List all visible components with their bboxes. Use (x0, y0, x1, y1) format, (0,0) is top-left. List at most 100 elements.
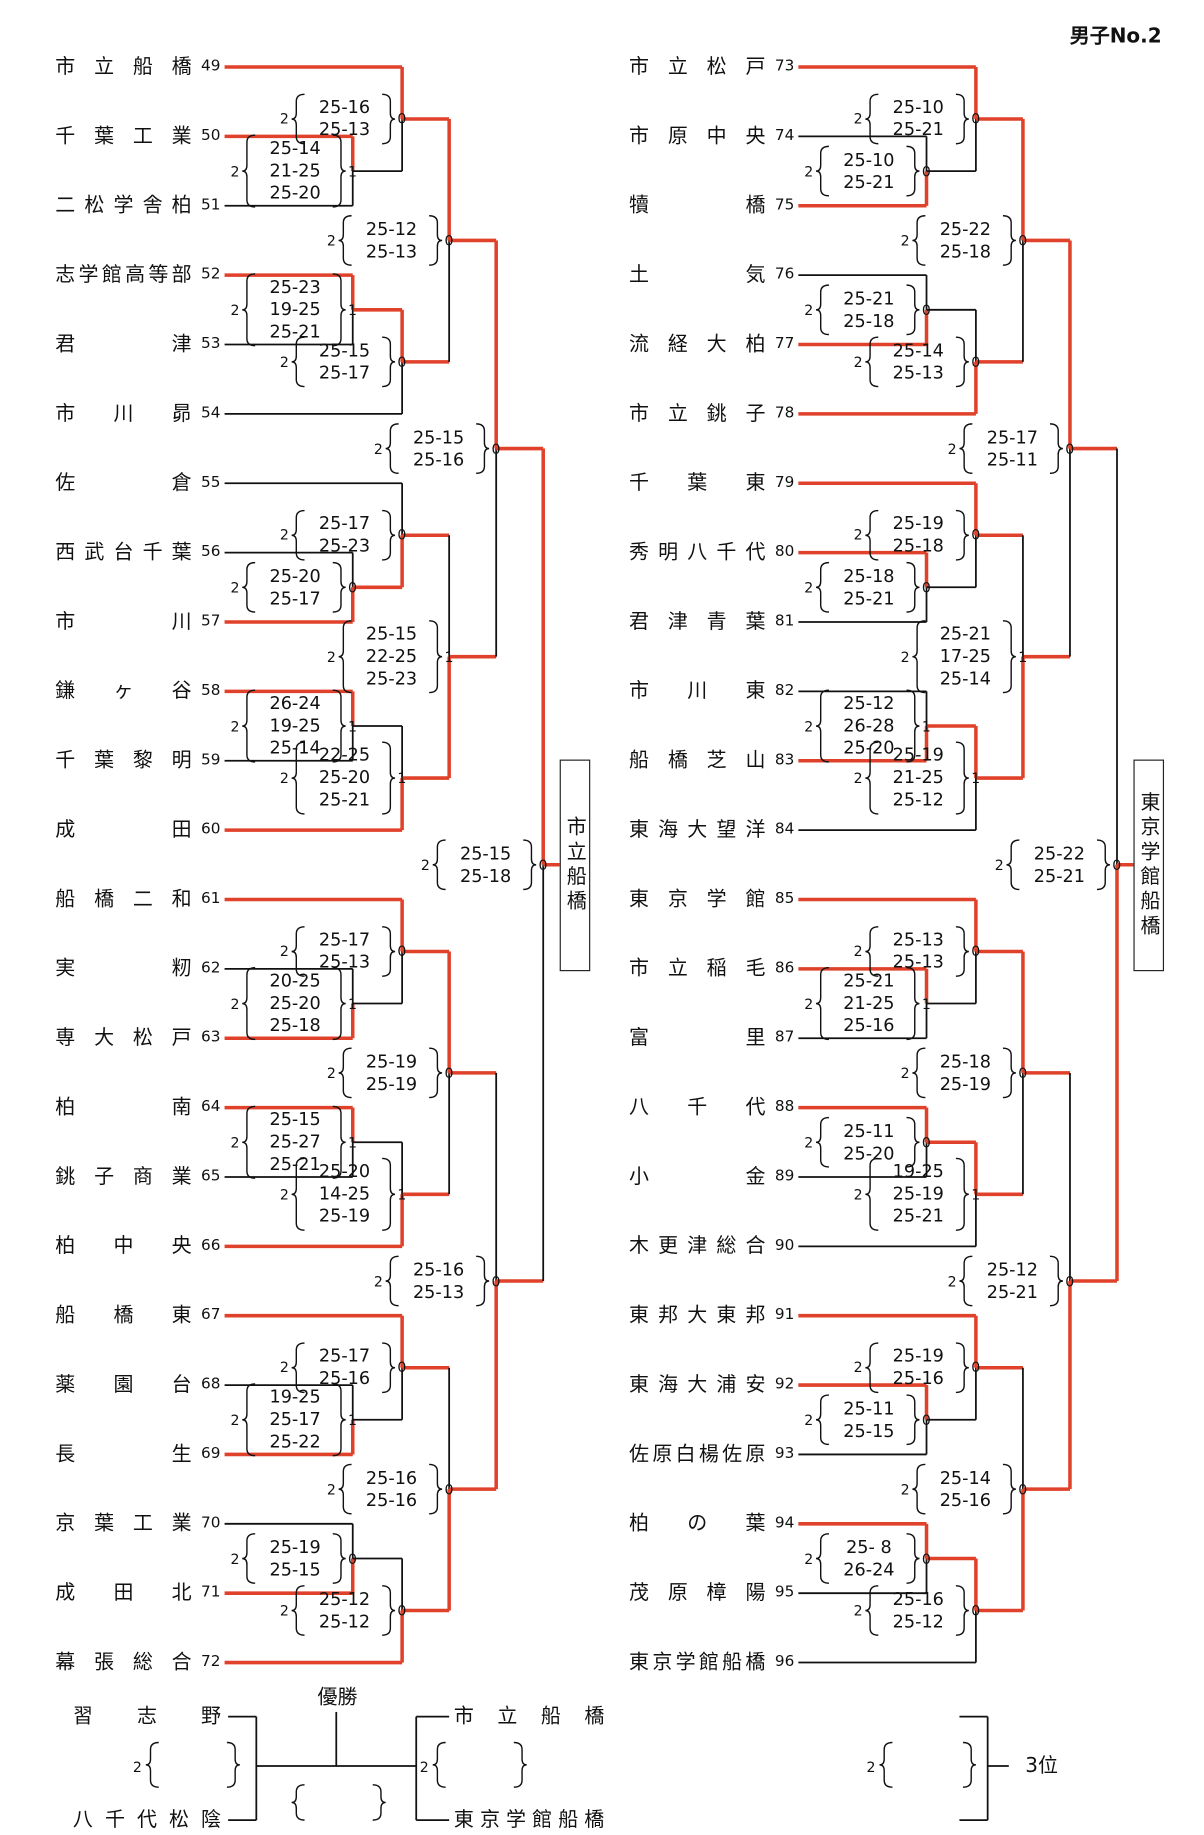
sets-won: 2 (326, 1480, 336, 1498)
set-score: 26-24 (269, 692, 321, 714)
brace-right (906, 284, 920, 336)
set-score: 25-17 (986, 426, 1038, 448)
set-score: 25-20 (318, 1160, 371, 1182)
set-score: 25-21 (843, 287, 895, 309)
brace-left (815, 284, 829, 336)
set-score: 20-25 (269, 970, 321, 992)
set-score: 25-15 (459, 842, 512, 864)
sets-lost: 1 (397, 769, 407, 787)
set-score: 19-25 (892, 1160, 944, 1182)
sets-lost: 1 (921, 995, 931, 1012)
set-score: 25-17 (269, 1408, 321, 1430)
seed-number: 77 (774, 335, 795, 353)
seed-number: 49 (201, 57, 221, 76)
set-score: 25-21 (939, 623, 991, 645)
brace-right (332, 966, 346, 1041)
sets-lost: 1 (444, 648, 454, 665)
set-score: 25-23 (318, 535, 371, 557)
seed-number: 65 (201, 1167, 221, 1186)
sets-won: 2 (230, 162, 240, 180)
sets-lost: 0 (397, 527, 407, 544)
brace-left (815, 1533, 829, 1584)
seed-number: 67 (201, 1306, 221, 1324)
set-score: 25-14 (939, 667, 991, 690)
brace-left (338, 1463, 352, 1515)
set-score: 25-20 (843, 737, 895, 759)
seed-number: 52 (201, 265, 221, 284)
brace-right (1049, 1255, 1063, 1307)
final-sets-won: 2 (419, 1758, 429, 1776)
brace-left (242, 134, 256, 208)
set-score: 25-20 (269, 564, 321, 587)
seed-number: 88 (774, 1098, 795, 1116)
brace-left (815, 1116, 829, 1168)
set-score: 25-15 (269, 1558, 321, 1580)
brace-right (476, 1255, 490, 1307)
brace-right (382, 1157, 396, 1231)
set-score: 25-19 (269, 1536, 321, 1558)
sets-won: 2 (279, 1602, 289, 1619)
seed-number: 76 (774, 265, 795, 284)
set-score: 25-18 (459, 864, 512, 886)
team-name: 幕張総合 (55, 1650, 192, 1675)
set-score: 25-17 (318, 929, 371, 951)
set-score: 25-21 (843, 587, 895, 609)
sets-lost: 0 (1018, 232, 1028, 249)
set-score: 21-25 (269, 159, 321, 182)
sets-won: 2 (804, 995, 814, 1012)
set-score: 19-25 (269, 1386, 321, 1408)
brace-left (291, 741, 305, 815)
sets-won: 2 (230, 1134, 240, 1151)
brace-left (291, 1784, 305, 1821)
seed-number: 53 (201, 335, 221, 353)
set-score: 25-21 (986, 1281, 1038, 1303)
brace-right (332, 273, 346, 347)
team-name: 専大松戸 (55, 1026, 192, 1050)
brace-right (955, 509, 969, 561)
brace-right (332, 1383, 346, 1457)
team-name: 薬園台 (55, 1373, 192, 1397)
right-block-winner: 東京学館船橋 (1133, 759, 1165, 972)
set-score: 25-10 (843, 148, 895, 170)
brace-left (815, 1394, 829, 1446)
sets-lost: 1 (348, 1134, 358, 1151)
sets-won: 2 (947, 1272, 957, 1290)
team-name: 船橋東 (55, 1303, 192, 1328)
team-name: 二松学舎柏 (55, 194, 192, 218)
sets-lost: 0 (971, 110, 981, 128)
set-score: 25-19 (892, 1345, 944, 1367)
brace-right (955, 926, 969, 977)
brace-right (906, 1533, 920, 1584)
set-score: 25-21 (892, 1205, 944, 1227)
brace-left (145, 1741, 159, 1788)
set-score: 25-16 (412, 1258, 465, 1280)
set-score: 25-14 (269, 137, 321, 159)
seed-number: 86 (774, 959, 795, 978)
brace-right (382, 93, 396, 145)
team-name: 東京学館 (629, 887, 766, 912)
set-score: 19-25 (269, 298, 321, 320)
sets-won: 2 (230, 579, 240, 596)
brace-right (955, 1342, 969, 1394)
brace-right (429, 620, 443, 694)
team-name: 柏中央 (55, 1234, 192, 1259)
sets-won: 2 (853, 943, 863, 960)
sets-lost: 1 (348, 162, 358, 180)
brace-left (242, 1383, 256, 1457)
set-score: 25-19 (939, 1072, 991, 1095)
set-score: 25-12 (986, 1258, 1038, 1280)
set-score: 25-16 (318, 96, 371, 118)
third-place-label: 3位 (1025, 1754, 1059, 1778)
brace-left (815, 145, 829, 197)
champion-label: 優勝 (317, 1686, 358, 1710)
left-block-winner: 市立船橋 (559, 759, 591, 972)
set-score: 25-17 (318, 1345, 371, 1367)
brace-left (912, 215, 926, 266)
sets-lost: 0 (397, 1359, 407, 1376)
brace-left (432, 1741, 446, 1788)
set-score: 25-14 (269, 737, 321, 759)
set-score: 25-18 (939, 240, 991, 262)
brace-left (242, 1105, 256, 1179)
team-name: 犢橋 (629, 194, 766, 218)
brace-left (865, 926, 879, 977)
